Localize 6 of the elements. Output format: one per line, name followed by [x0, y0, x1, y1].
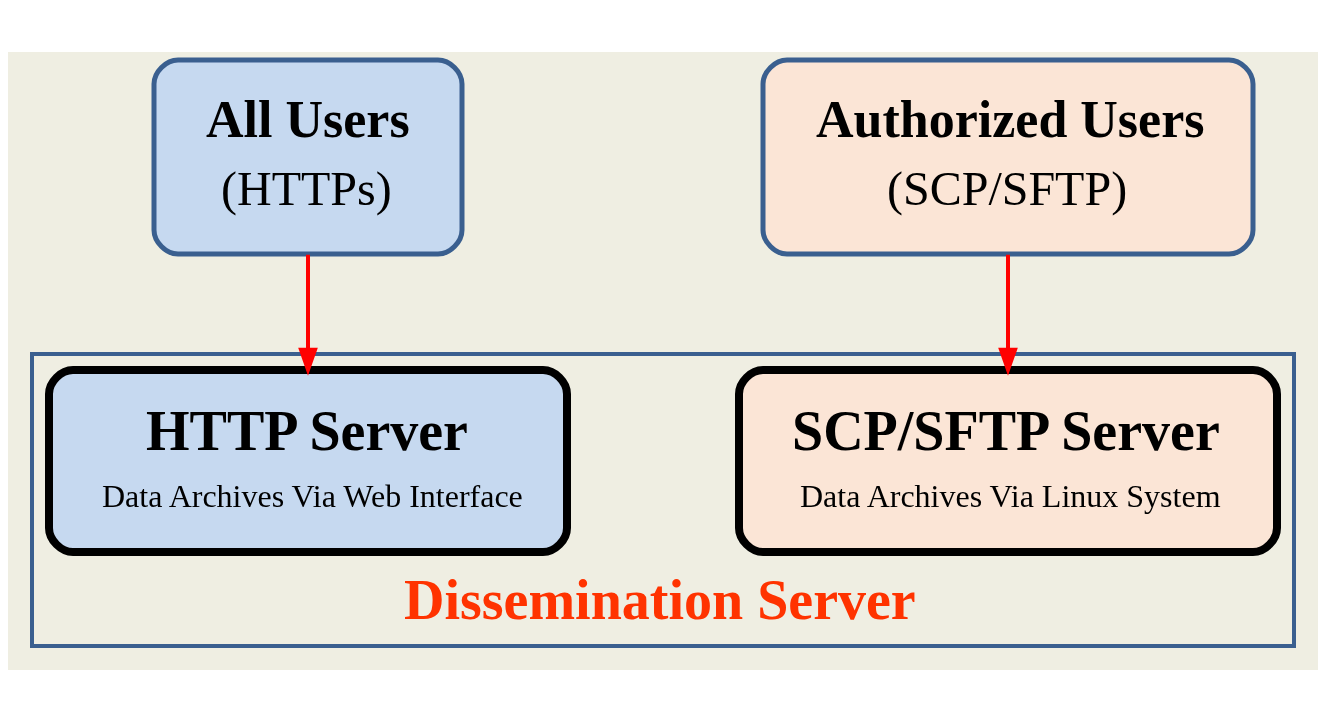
node-box: HTTP Server Data Archives Via Web Interface [45, 365, 571, 556]
node-box: All Users (HTTPs) [151, 57, 465, 256]
arrow [998, 254, 1018, 376]
node-box: Authorized Users (SCP/SFTP) [760, 57, 1256, 256]
node-box: SCP/SFTP Server Data Archives Via Linux System [735, 365, 1281, 556]
arrow [298, 254, 318, 376]
